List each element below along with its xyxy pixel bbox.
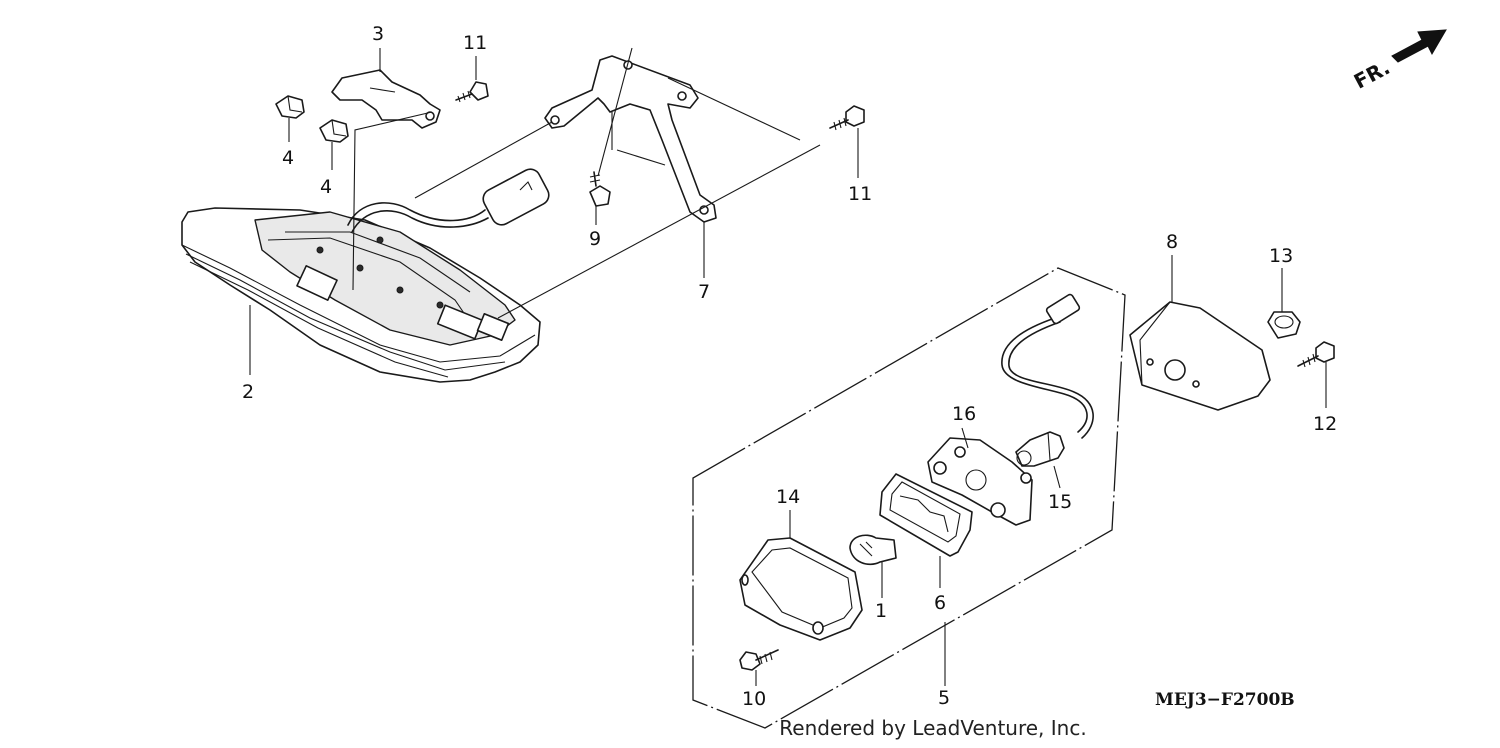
clip-lower[interactable] [319,119,349,143]
front-arrow-icon [1391,29,1447,63]
part-label-16: 16 [952,403,976,425]
mounting-plate[interactable] [331,69,441,129]
lens-screw[interactable] [739,649,779,671]
part-label-1: 1 [875,600,887,622]
alignment-lines-upper [249,47,859,375]
screw-upper[interactable] [455,81,489,103]
nut[interactable] [1267,311,1301,339]
part-label-10: 10 [742,688,766,710]
part-label-4-upper: 4 [282,147,294,169]
front-direction-indicator: FR. [1350,29,1447,94]
tail-light-assembly[interactable] [181,166,552,383]
gasket[interactable] [879,473,973,557]
part-label-6: 6 [934,592,946,614]
part-label-2: 2 [242,381,254,403]
bulb[interactable] [849,534,897,566]
part-label-9: 9 [589,228,601,250]
footer-credit: Rendered by LeadVenture, Inc. [0,716,1500,740]
alignment-lines-lower [755,255,1327,686]
part-label-14: 14 [776,486,800,508]
part-label-8: 8 [1166,231,1178,253]
light-cover[interactable] [1129,301,1271,411]
socket-holder[interactable] [927,437,1033,526]
bolt[interactable] [589,171,611,207]
socket-wire[interactable] [1001,293,1094,467]
lens[interactable] [739,537,863,641]
cover-screw[interactable] [1297,341,1335,368]
part-label-3: 3 [372,23,384,45]
part-label-15: 15 [1048,491,1072,513]
license-light-group-outline [692,267,1126,729]
clip-upper[interactable] [275,95,305,119]
front-direction-label: FR. [1350,55,1394,94]
part-label-11-right: 11 [848,183,872,205]
part-label-7: 7 [698,281,710,303]
part-label-5: 5 [938,687,950,709]
drawing-code: MEJ3−F2700B [1155,690,1295,710]
part-label-13: 13 [1269,245,1293,267]
rear-bracket[interactable] [544,55,717,223]
part-label-11-upper: 11 [463,32,487,54]
credit-text: Rendered by LeadVenture, Inc. [779,716,1087,740]
screw-right[interactable] [829,105,865,131]
part-label-12: 12 [1313,413,1337,435]
part-label-4-lower: 4 [320,176,332,198]
